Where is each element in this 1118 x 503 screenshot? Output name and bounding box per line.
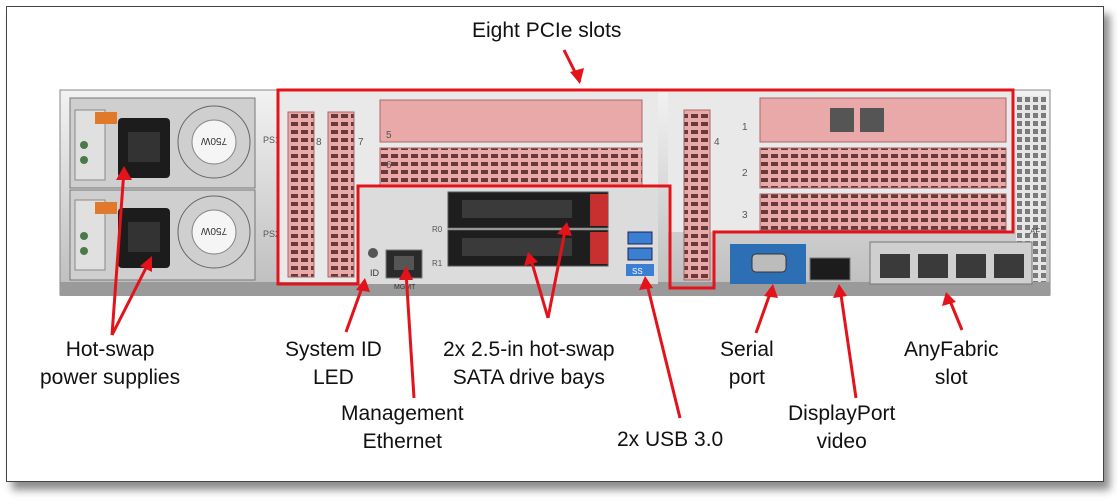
arrow-drive-1 (546, 225, 568, 319)
arrow-displayport (838, 287, 858, 399)
management-ethernet-label: Management Ethernet (341, 400, 464, 456)
pcie-slots-label: Eight PCIe slots (472, 19, 622, 42)
ss-marking: SS (632, 267, 643, 276)
management-line-1: Management (341, 402, 464, 425)
pcie-slot-5 (379, 147, 643, 187)
arrow-psu-1 (110, 169, 126, 336)
r1-marking: R1 (432, 259, 443, 268)
anyfabric-line-2: slot (934, 366, 968, 389)
slot-number-4: 4 (714, 137, 720, 148)
pcie-slot-6 (379, 99, 643, 143)
power-supplies-line-2: power supplies (40, 366, 181, 389)
displayport-label: DisplayPort video (788, 400, 895, 456)
slot-number-7: 7 (358, 137, 364, 148)
displayport-line-1: DisplayPort (788, 402, 896, 425)
system-id-label: System ID LED (285, 336, 382, 392)
arrowhead-psu-2 (140, 256, 152, 272)
usb-label: 2x USB 3.0 (617, 428, 724, 451)
slot-number-6: 6 (386, 160, 392, 171)
slot-number-8: 8 (316, 137, 322, 148)
slot-number-5: 5 (386, 130, 392, 141)
displayport-port (809, 257, 851, 281)
power-supply-1 (69, 97, 256, 189)
serial-port (751, 253, 787, 273)
arrowhead-drive-1 (557, 222, 572, 236)
psu-rating-1: 750W (200, 135, 227, 146)
slot-number-3: 3 (742, 210, 748, 221)
pcie-slot-2 (759, 147, 1007, 189)
psu-rating-2: 750W (200, 225, 227, 236)
arrowhead-drive-2 (524, 252, 538, 266)
system-id-line-1: System ID (285, 338, 382, 361)
usb-port-2 (627, 247, 653, 261)
arrowhead-mgmt (399, 266, 413, 280)
pcie-slot-4 (683, 109, 711, 281)
management-line-2: Ethernet (362, 430, 442, 453)
serial-line-2: port (728, 366, 765, 389)
mgmt-marking: MGMT (394, 284, 416, 291)
pcie-slot-3 (759, 193, 1007, 231)
slot-number-1: 1 (742, 122, 748, 133)
ps2-label: PS2 (263, 229, 280, 239)
drive-bays-label: 2x 2.5-in hot-swap SATA drive bays (443, 336, 615, 392)
arrow-mgmt (404, 271, 416, 399)
arrow-psu-2 (110, 259, 152, 336)
serial-port-label: Serial port (720, 336, 774, 392)
arrowhead-usb (639, 276, 653, 290)
pcie-highlight-outline (276, 88, 1015, 290)
af-marking: AF (1030, 227, 1040, 236)
arrowhead-psu-1 (116, 166, 132, 180)
arrowhead-system-id (356, 278, 370, 292)
slot-number-2: 2 (742, 168, 748, 179)
power-supplies-line-1: Hot-swap (65, 338, 155, 361)
arrowhead-anyfabric (942, 292, 956, 306)
pcie-slot-7 (327, 111, 355, 278)
serial-line-1: Serial (720, 338, 774, 361)
arrow-heads (116, 68, 956, 306)
power-supplies-label: Hot-swap power supplies (40, 336, 180, 392)
ps1-label: PS1 (263, 135, 280, 145)
r0-marking: R0 (432, 225, 443, 234)
system-id-led (368, 248, 378, 258)
id-marking: ID (370, 268, 380, 278)
arrow-drive-2 (528, 255, 550, 319)
anyfabric-label: AnyFabric slot (904, 336, 999, 392)
anyfabric-line-1: AnyFabric (904, 338, 999, 361)
arrow-usb (644, 279, 682, 419)
system-id-line-2: LED (313, 366, 354, 389)
power-supply-2 (69, 189, 256, 281)
usb-port-1 (627, 231, 653, 245)
arrowhead-serial (764, 284, 778, 298)
pcie-slot-8 (287, 111, 315, 278)
displayport-line-2: video (816, 430, 867, 453)
arrowhead-pcie (570, 68, 584, 84)
drive-bays-line-1: 2x 2.5-in hot-swap (443, 338, 615, 361)
drive-bays-line-2: SATA drive bays (452, 366, 605, 389)
arrowhead-displayport (833, 284, 847, 298)
